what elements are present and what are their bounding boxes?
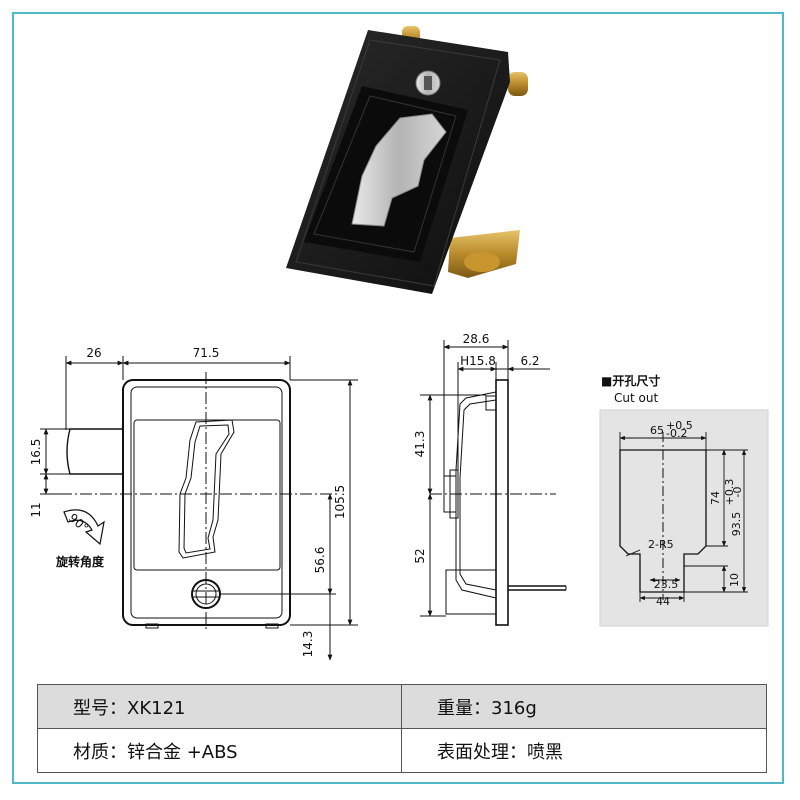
product-photo [286,26,528,294]
cut-dim-width-tol-up: +0.5 [666,419,693,432]
dim-bottom: 14.3 [301,631,315,658]
spec-table: 型号：XK121 重量：316g 材质：锌合金 +ABS 表面处理：喷黑 [37,684,767,773]
cut-dim-height-b-tol-up: +0.3 [723,479,736,506]
dim-left-a: 16.5 [29,439,43,466]
cut-dim-notch-depth: 10 [728,573,741,587]
spec-row-1: 型号：XK121 重量：316g [37,684,767,729]
spec-weight: 重量：316g [401,684,767,729]
dim-key-height: 56.6 [313,547,327,574]
cut-dim-notch-outer: 44 [656,595,670,608]
outer-frame [12,12,784,784]
cutout-dimensions [619,432,748,602]
dim-top-left: 26 [86,346,101,360]
cutout-title-cn: ■开孔尺寸 [601,373,660,388]
rotation-arrow [63,509,105,546]
spec-material: 材质：锌合金 +ABS [37,728,402,773]
side-view [430,379,567,626]
dim-depth: 28.6 [463,332,490,346]
dim-top-width: 71.5 [193,346,220,360]
rotation-label: 旋转角度 [55,554,105,569]
cutout-title-en: Cut out [614,391,658,405]
dim-height: 105.5 [333,485,347,519]
cut-dim-height-b: 93.5 [730,512,743,537]
spec-row-2: 材质：锌合金 +ABS 表面处理：喷黑 [37,728,767,773]
front-view [60,372,340,630]
cut-dim-width-tol-low: -0.2 [666,427,687,440]
side-dimensions [420,340,550,617]
dim-upper: 41.3 [413,431,427,458]
dim-lower: 52 [413,548,427,563]
front-dimensions [40,356,358,661]
cut-dim-width: 65 [650,424,664,437]
dim-plate: 6.2 [520,354,539,368]
cut-dim-height-a: 74 [709,491,722,505]
cut-dim-height-b-tol-low: -0 [731,487,744,498]
cut-dim-radius: 2-R5 [648,538,674,551]
dim-left-b: 11 [29,502,43,517]
spec-finish: 表面处理：喷黑 [401,728,767,773]
spec-model: 型号：XK121 [37,684,402,729]
dim-handle: H15.8 [460,354,496,368]
cut-dim-notch-inner: 23.5 [654,578,679,591]
